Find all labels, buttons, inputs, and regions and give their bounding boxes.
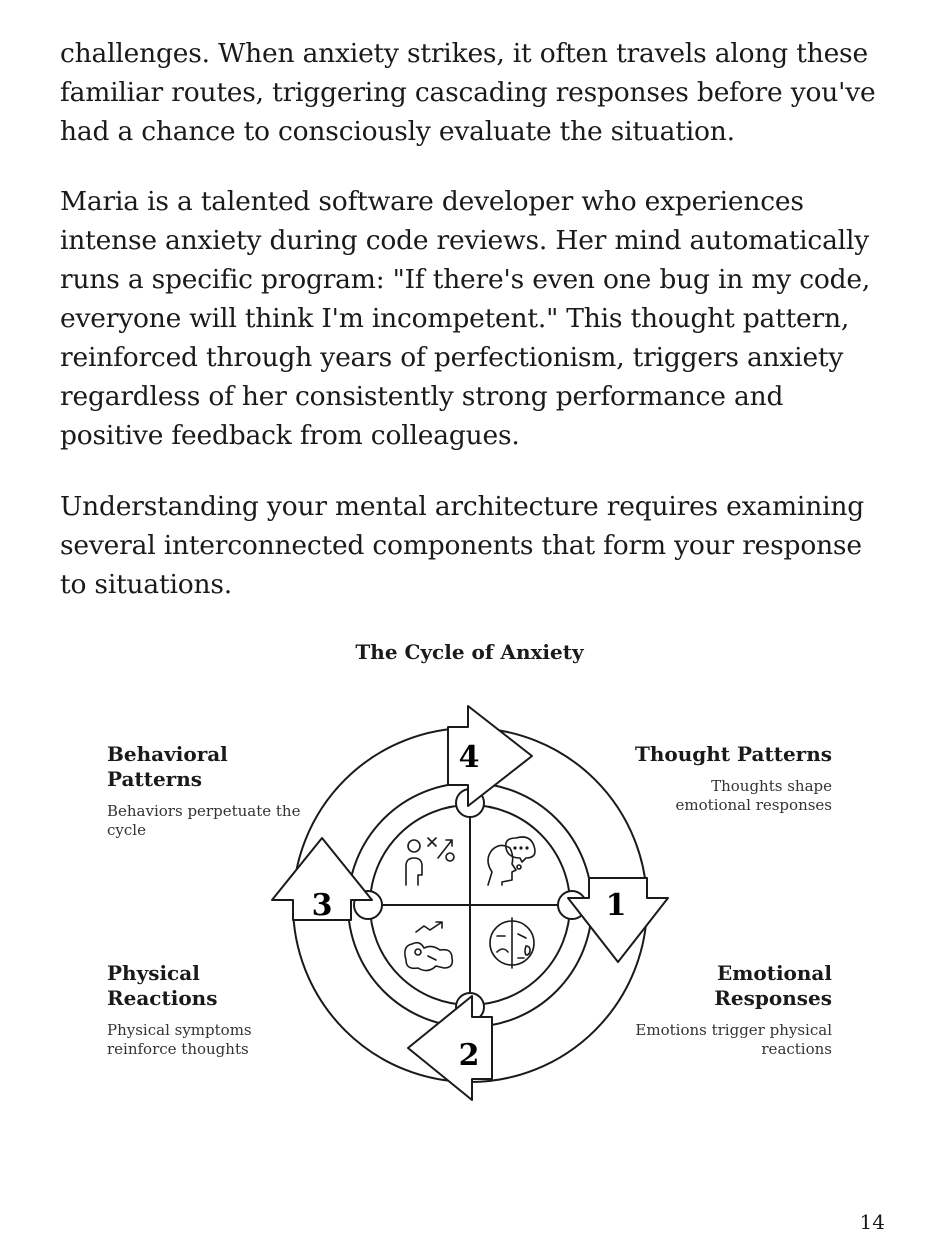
behavior-strategy-icon — [405, 837, 455, 886]
stage-title-emotional: Emotional Responses — [714, 961, 832, 1010]
stage-title-thought: Thought Patterns — [634, 742, 832, 766]
arrow-head-2 — [407, 995, 493, 1101]
stage-desc-thought: Thoughts shape emotional responses — [675, 777, 832, 814]
thinking-head-icon — [487, 836, 536, 886]
label-emotional-responses: Emotional Responses Emotions trigger phy… — [632, 961, 832, 1059]
physical-stress-icon — [404, 921, 454, 972]
stage-number-1: 1 — [606, 888, 627, 923]
figure-title: The Cycle of Anxiety — [355, 640, 584, 664]
stage-title-physical: Physical Reactions — [107, 961, 218, 1010]
arrow-head-4 — [447, 705, 533, 807]
stage-number-3: 3 — [312, 888, 333, 923]
label-thought-patterns: Thought Patterns Thoughts shape emotiona… — [632, 742, 832, 815]
arrow-head-3 — [271, 837, 373, 921]
label-behavioral-patterns: Behavioral Patterns Behaviors perpetuate… — [107, 742, 307, 840]
label-physical-reactions: Physical Reactions Physical symptoms rei… — [107, 961, 307, 1059]
paragraph-1: challenges. When anxiety strikes, it oft… — [60, 38, 876, 147]
emotion-face-icon — [489, 917, 535, 969]
stage-number-4: 4 — [459, 740, 480, 775]
paragraph-2: Maria is a talented software developer w… — [60, 186, 871, 451]
stage-desc-behavioral: Behaviors perpetuate the cycle — [107, 802, 301, 839]
paragraph-3: Understanding your mental architecture r… — [60, 491, 864, 600]
arrow-head-1 — [567, 877, 669, 963]
stage-desc-physical: Physical symptoms reinforce thoughts — [107, 1021, 252, 1058]
page-number: 14 — [859, 1210, 885, 1234]
stage-title-behavioral: Behavioral Patterns — [107, 742, 228, 791]
stage-desc-emotional: Emotions trigger physical reactions — [635, 1021, 832, 1058]
stage-number-2: 2 — [459, 1038, 480, 1073]
